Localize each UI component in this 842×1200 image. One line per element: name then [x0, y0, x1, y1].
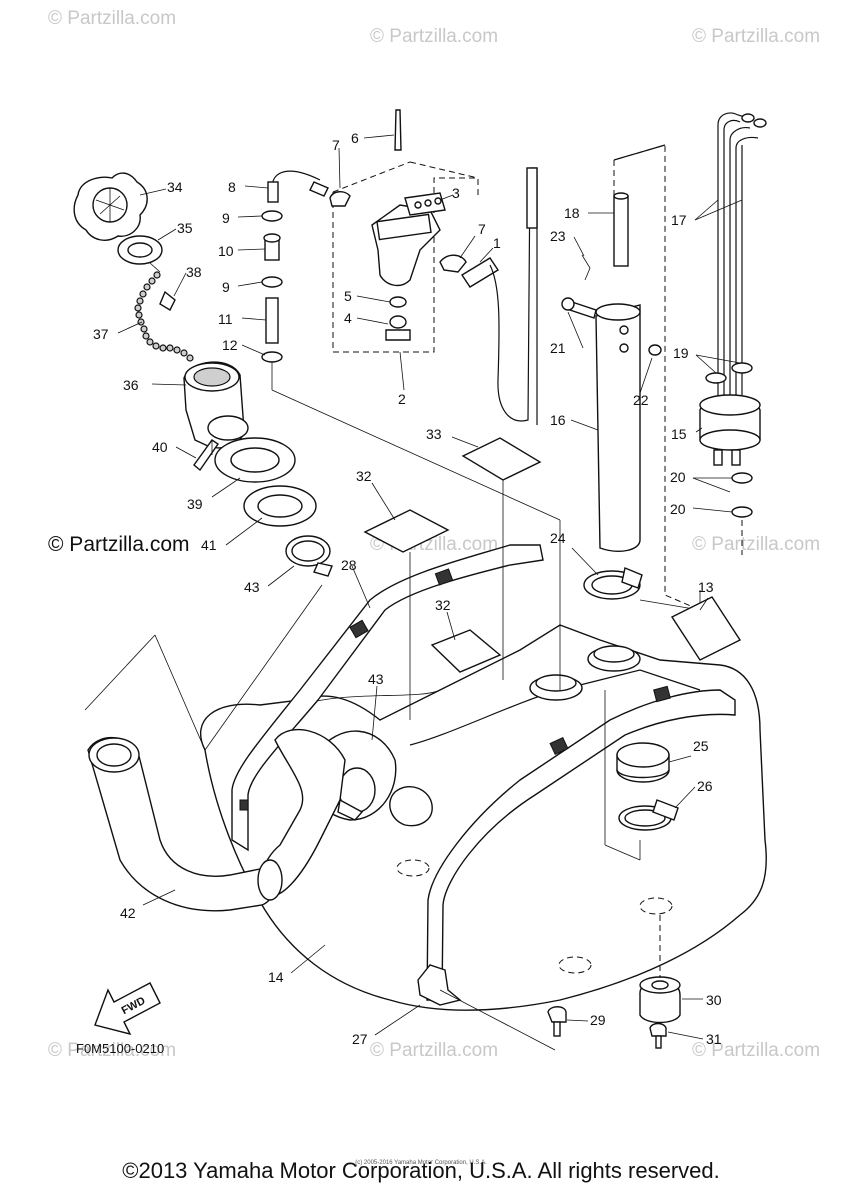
callout-6: 6	[351, 130, 359, 146]
callout-38: 38	[186, 264, 202, 280]
callout-41: 41	[201, 537, 217, 553]
callout-1: 1	[493, 235, 501, 251]
callout-43: 43	[244, 579, 260, 595]
callout-34: 34	[167, 179, 183, 195]
watermark: © Partzilla.com	[48, 8, 177, 29]
callout-3: 3	[452, 185, 460, 201]
callout-40: 40	[152, 439, 168, 455]
watermark: © Partzilla.com	[370, 26, 499, 47]
callout-14: 14	[268, 969, 284, 985]
callout-19: 19	[673, 345, 689, 361]
callout-7: 7	[332, 137, 340, 153]
callout-13: 13	[698, 579, 714, 595]
callout-27: 27	[352, 1031, 368, 1047]
callout-12: 12	[222, 337, 238, 353]
callout-7: 7	[478, 221, 486, 237]
figure-code: F0M5100-0210	[76, 1041, 165, 1056]
callout-31: 31	[706, 1031, 722, 1047]
callout-25: 25	[693, 738, 709, 754]
callout-26: 26	[697, 778, 713, 794]
callout-23: 23	[550, 228, 566, 244]
callout-16: 16	[550, 412, 566, 428]
callout-29: 29	[590, 1012, 606, 1028]
callout-9: 9	[222, 210, 230, 226]
callout-21: 21	[550, 340, 566, 356]
watermark-prominent: © Partzilla.com	[48, 533, 190, 556]
callout-10: 10	[218, 243, 234, 259]
callout-33: 33	[426, 426, 442, 442]
callout-28: 28	[341, 557, 357, 573]
callout-37: 37	[93, 326, 109, 342]
callout-15: 15	[671, 426, 687, 442]
callout-32: 32	[356, 468, 372, 484]
warning-label	[461, 437, 542, 481]
callout-32: 32	[435, 597, 451, 613]
forward-arrow	[94, 982, 161, 1036]
callout-22: 22	[633, 392, 649, 408]
callout-5: 5	[344, 288, 352, 304]
fuel-pickup-housing	[595, 304, 641, 552]
callout-42: 42	[120, 905, 136, 921]
callout-24: 24	[550, 530, 566, 546]
callout-20: 20	[670, 501, 686, 517]
watermark: © Partzilla.com	[48, 1040, 177, 1061]
watermark: © Partzilla.com	[692, 1040, 821, 1061]
callout-18: 18	[564, 205, 580, 221]
tank-strap-right	[426, 689, 736, 1001]
callout-20: 20	[670, 469, 686, 485]
copyright-footer: ©2013 Yamaha Motor Corporation, U.S.A. A…	[122, 1158, 720, 1183]
callout-35: 35	[177, 220, 193, 236]
callout-36: 36	[123, 377, 139, 393]
callout-9: 9	[222, 279, 230, 295]
watermark: © Partzilla.com	[370, 1040, 499, 1061]
caution-label	[363, 509, 450, 553]
callout-8: 8	[228, 179, 236, 195]
callout-11: 11	[218, 311, 233, 327]
callout-17: 17	[671, 212, 687, 228]
callout-2: 2	[398, 391, 406, 407]
watermark: © Partzilla.com	[692, 26, 821, 47]
callout-43: 43	[368, 671, 384, 687]
watermark: © Partzilla.com	[692, 534, 821, 555]
callout-30: 30	[706, 992, 722, 1008]
callout-4: 4	[344, 310, 352, 326]
callout-39: 39	[187, 496, 203, 512]
tiny-copyright-note: (c) 2005-2016 Yamaha Motor Corporation, …	[355, 1160, 487, 1166]
